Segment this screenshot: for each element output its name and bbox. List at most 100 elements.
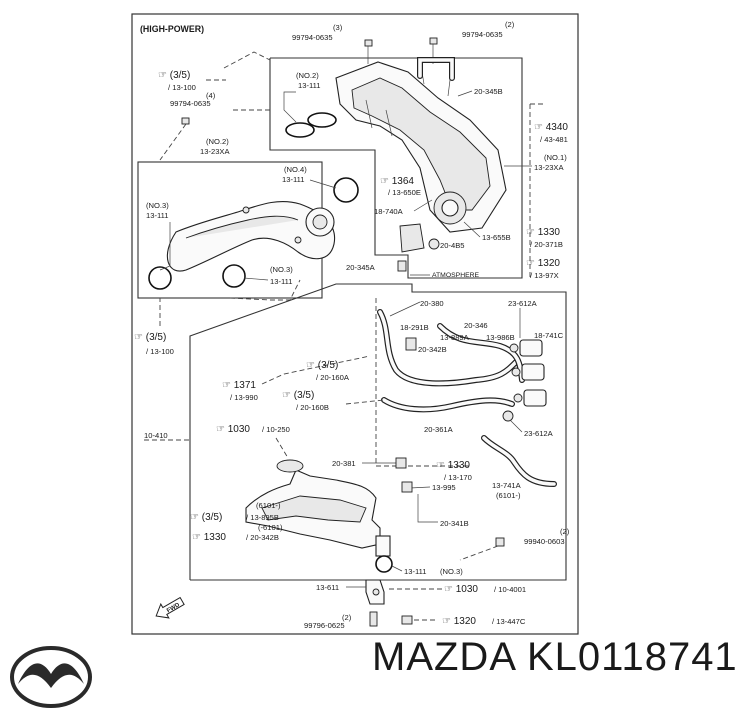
label-13-741a: 13-741A [492, 481, 522, 490]
label-13-655b: 13-655B [482, 233, 511, 242]
label-1330-c: ☞ 1330 [192, 532, 226, 543]
label-20-160a: / 20-160A [316, 373, 350, 382]
top-screw-1 [364, 39, 373, 64]
no4-code: 13-111 [282, 175, 305, 184]
num-2-b: (2) [560, 527, 570, 536]
o-ring-no4 [333, 177, 359, 203]
mazda-logo-icon [10, 646, 92, 708]
label-13-986b: 13-986B [486, 333, 515, 342]
label-13-889a: 13-889A [440, 333, 470, 342]
no4: (NO.4) [284, 165, 307, 174]
label-20-160b: / 20-160B [296, 403, 329, 412]
label-13-650e: / 13-650E [388, 188, 421, 197]
label-20-361a: 20-361A [424, 425, 454, 434]
label-20-341b: 20-341B [440, 519, 469, 528]
label-20-371b: / 20-371B [530, 240, 563, 249]
atmosphere-plug [397, 260, 407, 272]
valve-18-291b [405, 337, 417, 351]
label-10-250: / 10-250 [262, 425, 290, 434]
label-6101-c: (-6101) [258, 523, 283, 532]
label-13-111: 13-111 [404, 567, 427, 576]
no3-b-code: 13-111 [270, 277, 293, 286]
top-screw-2-code: 99794-0635 [462, 30, 503, 39]
no3-c: (NO.3) [440, 567, 463, 576]
charcoal-canister [245, 459, 393, 573]
no3-b: (NO.3) [270, 265, 293, 274]
num-4: (4) [206, 91, 216, 100]
o-ring-no3-a [148, 266, 172, 290]
left-screw [181, 117, 190, 125]
label-18-291b: 18-291B [400, 323, 429, 332]
no2-b-code: 13-23XA [200, 147, 230, 156]
ref-3-5-b: ☞ (3/5) [134, 332, 166, 343]
label-20-342b-b: / 20-342B [246, 533, 279, 542]
label-6101-a: (6101-) [496, 491, 521, 500]
atmosphere-label: ATMOSPHERE [432, 272, 480, 279]
screw-99940 [495, 537, 505, 547]
bracket-13-611 [365, 579, 385, 605]
label-18-741c: 18-741C [534, 331, 564, 340]
ref-3-5-160a: ☞ (3/5) [306, 360, 338, 371]
parts-diagram: (HIGH-POWER) (3) 99794-0635 (2) 99794-06… [131, 13, 579, 635]
num-2-c: (2) [342, 613, 352, 622]
o-ring-no2 [285, 122, 315, 138]
no3-a: (NO.3) [146, 201, 169, 210]
ref-13-100-b: / 13-100 [146, 347, 174, 356]
label-13-895b: / 13-895B [246, 513, 279, 522]
o-ring-no2-b [307, 112, 337, 128]
pipe-20-381 [395, 457, 407, 469]
label-99940: 99940-0603 [524, 537, 565, 546]
label-1030-a: ☞ 1030 [216, 424, 250, 435]
label-20-345b: 20-345B [474, 87, 503, 96]
connector-13-995 [401, 481, 413, 493]
label-23-612a-top: 23-612A [508, 299, 538, 308]
ref-13-100-a: / 13-100 [168, 83, 196, 92]
top-screw-1-code: 99794-0635 [292, 33, 333, 42]
code-99794: 99794-0635 [170, 99, 211, 108]
label-4340: ☞ 4340 [534, 122, 568, 133]
label-20-381: 20-381 [332, 459, 356, 468]
label-20-380: 20-380 [420, 299, 444, 308]
canister-frame [189, 283, 567, 581]
label-13-611: 13-611 [316, 583, 339, 592]
clip-13-447c [401, 615, 413, 625]
label-1364: ☞ 1364 [380, 176, 414, 187]
no1: (NO.1) [544, 153, 567, 162]
label-20-4b5: 20-4B5 [440, 241, 465, 250]
screw-99796 [369, 611, 378, 627]
intake-manifold [335, 59, 507, 253]
intake-manifold-frame [269, 57, 523, 279]
no3-a-code: 13-111 [146, 211, 169, 220]
label-13-170: / 13-170 [444, 473, 472, 482]
no2-a-code: 13-111 [298, 81, 321, 90]
label-99796: 99796-0625 [304, 621, 345, 630]
label-43-481: / 43-481 [540, 135, 568, 144]
top-screw-2-num: (2) [505, 20, 515, 29]
diagram-frame [131, 13, 579, 635]
label-13-995: 13-995 [432, 483, 456, 492]
brand-name: MAZDA [372, 635, 517, 679]
label-1330-a: ☞ 1330 [526, 227, 560, 238]
no2-b: (NO.2) [206, 137, 229, 146]
purge-solenoid-valve [502, 339, 547, 422]
rear-intake-pipe [166, 201, 336, 272]
ref-3-5-a: ☞ (3/5) [158, 70, 190, 81]
label-10-410: 10-410 [144, 431, 168, 440]
label-1320-a: ☞ 1320 [526, 258, 560, 269]
ref-3-5-160b: ☞ (3/5) [282, 390, 314, 401]
o-ring-no3-b [222, 264, 246, 288]
label-13-990: / 13-990 [230, 393, 258, 402]
variant-title: (HIGH-POWER) [140, 24, 204, 34]
top-screw-1-num: (3) [333, 23, 343, 32]
ref-3-5-13895b: ☞ (3/5) [190, 512, 222, 523]
label-6101-b: (6101-) [256, 501, 281, 510]
no2-a: (NO.2) [296, 71, 319, 80]
fwd-arrow-icon: FWD [155, 596, 185, 619]
label-13-447c: / 13-447C [492, 617, 526, 626]
no1-code: 13-23XA [534, 163, 564, 172]
label-20-346: 20-346 [464, 321, 488, 330]
label-1330-b: ☞ 1330 [436, 460, 470, 471]
part-number: KL0118741 [527, 635, 738, 679]
label-18-740a: 18-740A [374, 207, 404, 216]
